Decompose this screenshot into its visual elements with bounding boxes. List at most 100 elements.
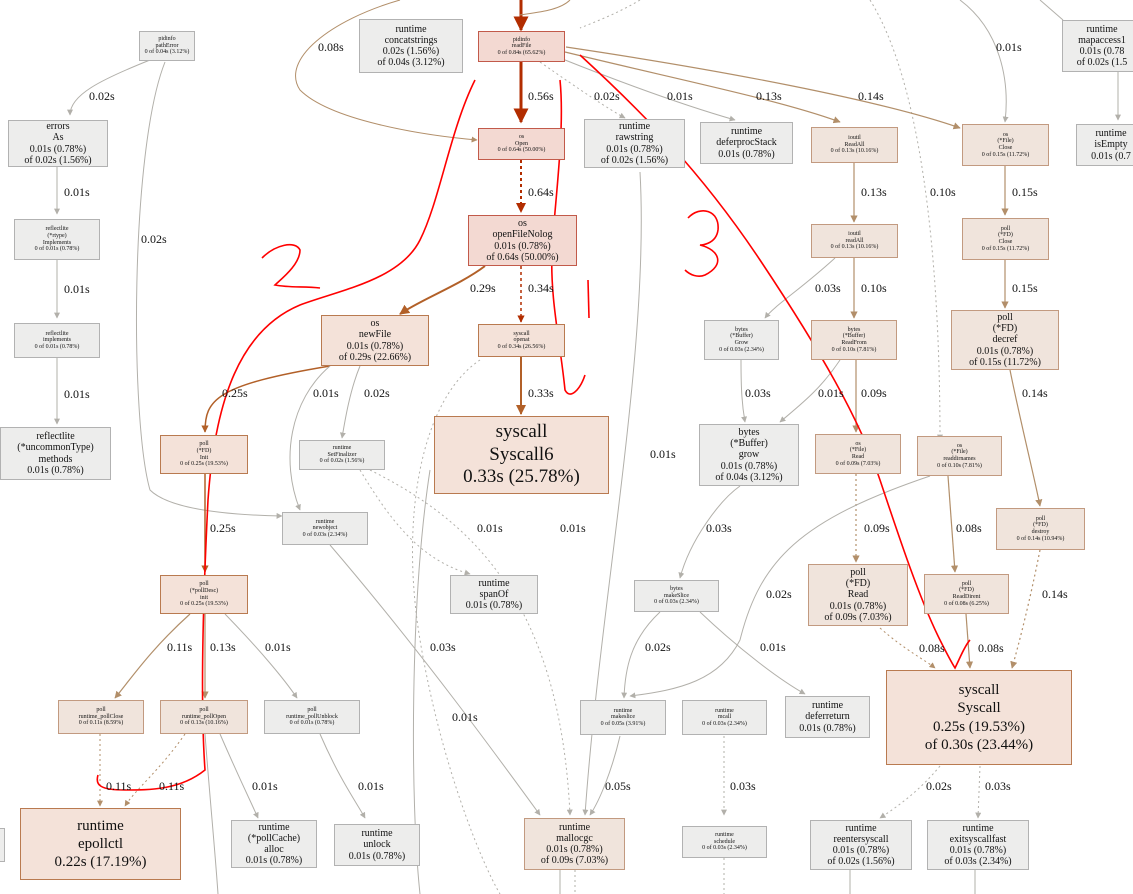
edge-label: 0.29s xyxy=(470,281,496,295)
edge-label: 0.03s xyxy=(706,521,732,535)
node-partial-left xyxy=(0,828,5,862)
node-ioutil-readAll[interactable]: ioutil readAll 0 of 0.13s (10.16%) xyxy=(811,224,898,258)
edge-label: 0.13s xyxy=(861,185,887,199)
edge-label: 0.03s xyxy=(730,779,756,793)
node-runtime-schedule[interactable]: runtime schedule 0 of 0.03s (2.34%) xyxy=(682,826,767,858)
node-poll-runtime-pollClose[interactable]: poll runtime_pollClose 0 of 0.11s (8.59%… xyxy=(58,700,144,734)
annotation-path-3 xyxy=(579,54,971,670)
edge-label: 0.09s xyxy=(864,521,890,535)
node-bytes-Buffer-ReadFrom[interactable]: bytes (*Buffer) ReadFrom 0 of 0.10s (7.8… xyxy=(811,320,897,360)
node-runtime-mapaccess1[interactable]: runtime mapaccess1 0.01s (0.78 of 0.02s … xyxy=(1062,20,1133,72)
edge-label: 0.01s xyxy=(358,779,384,793)
edge-label: 0.01s xyxy=(252,779,278,793)
node-pidinfo-readFile[interactable]: pidinfo readFile 0 of 0.84s (65.62%) xyxy=(478,31,565,62)
node-poll-FD-Read[interactable]: poll (*FD) Read 0.01s (0.78%) of 0.09s (… xyxy=(808,564,908,626)
edge-label: 0.08s xyxy=(919,641,945,655)
edge-label: 0.01s xyxy=(650,447,676,461)
edge-label: 0.02s xyxy=(364,386,390,400)
node-reflectlite-rtype-Implements[interactable]: reflectlite (*rtype) Implements 0 of 0.0… xyxy=(14,219,100,260)
node-reflectlite-uncommonType-methods[interactable]: reflectlite (*uncommonType) methods 0.01… xyxy=(0,427,111,480)
edge-label: 0.03s xyxy=(745,386,771,400)
node-runtime-mallocgc[interactable]: runtime mallocgc 0.01s (0.78%) of 0.09s … xyxy=(524,818,625,870)
edge-label: 0.01s xyxy=(265,640,291,654)
annotation-digit-2 xyxy=(261,243,321,289)
annotation-digit-3 xyxy=(684,210,719,277)
node-runtime-mcall[interactable]: runtime mcall 0 of 0.03s (2.34%) xyxy=(682,700,767,735)
node-os-File-readdirnames[interactable]: os (*File) readdirnames 0 of 0.10s (7.81… xyxy=(917,436,1002,476)
node-bytes-makeSlice[interactable]: bytes makeSlice 0 of 0.03s (2.34%) xyxy=(634,580,719,612)
node-runtime-spanOf[interactable]: runtime spanOf 0.01s (0.78%) xyxy=(450,575,538,614)
edge-label: 0.01s xyxy=(760,640,786,654)
edge-label: 0.01s xyxy=(64,387,90,401)
edge-label: 0.01s xyxy=(818,386,844,400)
node-poll-FD-ReadDirent[interactable]: poll (*FD) ReadDirent 0 of 0.08s (6.25%) xyxy=(924,574,1009,614)
node-poll-pollDesc-init[interactable]: poll (*pollDesc) init 0 of 0.25s (19.53%… xyxy=(160,575,248,614)
node-os-openFileNolog[interactable]: os openFileNolog 0.01s (0.78%) of 0.64s … xyxy=(468,215,577,266)
edge-label: 0.14s xyxy=(1042,587,1068,601)
edge-label: 0.01s xyxy=(477,521,503,535)
edge-label: 0.02s xyxy=(926,779,952,793)
node-runtime-exitsyscallfast[interactable]: runtime exitsyscallfast 0.01s (0.78%) of… xyxy=(927,820,1029,870)
edge-label: 0.15s xyxy=(1012,281,1038,295)
node-syscall-Syscall6[interactable]: syscall Syscall6 0.33s (25.78%) xyxy=(434,416,609,494)
node-bytes-Buffer-Grow[interactable]: bytes (*Buffer) Grow 0 of 0.03s (2.34%) xyxy=(704,320,779,360)
node-os-Open[interactable]: os Open 0 of 0.64s (50.00%) xyxy=(478,128,565,160)
node-runtime-deferprocStack[interactable]: runtime deferprocStack 0.01s (0.78%) xyxy=(700,122,793,164)
edge-label: 0.03s xyxy=(815,281,841,295)
edge-label: 0.02s xyxy=(594,89,620,103)
edge-label: 0.05s xyxy=(605,779,631,793)
node-runtime-deferreturn[interactable]: runtime deferreturn 0.01s (0.78%) xyxy=(785,696,870,738)
edge-label: 0.01s xyxy=(560,521,586,535)
node-pidinfo-pathError[interactable]: pidinfo pathError 0 of 0.04s (3.12%) xyxy=(139,31,195,61)
node-os-File-Close[interactable]: os (*File) Close 0 of 0.15s (11.72%) xyxy=(962,124,1049,166)
node-runtime-pollCache-alloc[interactable]: runtime (*pollCache) alloc 0.01s (0.78%) xyxy=(231,820,317,868)
node-poll-FD-Init[interactable]: poll (*FD) Init 0 of 0.25s (19.53%) xyxy=(160,435,248,474)
edge-label: 0.14s xyxy=(1022,386,1048,400)
edge-label: 0.08s xyxy=(978,641,1004,655)
node-reflectlite-implements[interactable]: reflectlite implements 0 of 0.01s (0.78%… xyxy=(14,323,100,358)
node-poll-runtime-pollOpen[interactable]: poll runtime_pollOpen 0 of 0.13s (10.16%… xyxy=(160,700,248,734)
node-runtime-epollctl[interactable]: runtime epollctl 0.22s (17.19%) xyxy=(20,808,181,880)
node-runtime-isEmpty[interactable]: runtime isEmpty 0.01s (0.7 xyxy=(1076,124,1133,166)
edge-label: 0.01s xyxy=(667,89,693,103)
node-runtime-SetFinalizer[interactable]: runtime SetFinalizer 0 of 0.02s (1.56%) xyxy=(299,440,385,470)
node-syscall-openat[interactable]: syscall openat 0 of 0.34s (26.56%) xyxy=(478,324,565,357)
node-os-File-Read[interactable]: os (*File) Read 0 of 0.09s (7.03%) xyxy=(815,434,901,474)
node-poll-FD-Close[interactable]: poll (*FD) Close 0 of 0.15s (11.72%) xyxy=(962,218,1049,260)
node-os-newFile[interactable]: os newFile 0.01s (0.78%) of 0.29s (22.66… xyxy=(321,315,429,366)
edge-label: 0.33s xyxy=(528,386,554,400)
node-runtime-reentersyscall[interactable]: runtime reentersyscall 0.01s (0.78%) of … xyxy=(810,820,912,870)
node-poll-runtime-pollUnblock[interactable]: poll runtime_pollUnblock 0 of 0.01s (0.7… xyxy=(264,700,360,734)
annotation-digit-1 xyxy=(587,279,590,319)
edge-label: 0.02s xyxy=(766,587,792,601)
edge-label: 0.11s xyxy=(159,779,185,793)
node-syscall-Syscall[interactable]: syscall Syscall 0.25s (19.53%) of 0.30s … xyxy=(886,670,1072,765)
edge-label: 0.56s xyxy=(528,89,554,103)
node-runtime-makeslice[interactable]: runtime makeslice 0 of 0.05s (3.91%) xyxy=(580,700,666,735)
node-runtime-rawstring[interactable]: runtime rawstring 0.01s (0.78%) of 0.02s… xyxy=(584,119,685,168)
edges-left xyxy=(54,59,1121,519)
edge-label: 0.02s xyxy=(645,640,671,654)
edge-label: 0.08s xyxy=(318,40,344,54)
edge-label: 0.02s xyxy=(141,232,167,246)
edge-label: 0.01s xyxy=(64,282,90,296)
node-runtime-concatstrings[interactable]: runtime concatstrings 0.02s (1.56%) of 0… xyxy=(359,19,463,73)
node-errors-As[interactable]: errors As 0.01s (0.78%) of 0.02s (1.56%) xyxy=(8,120,108,167)
edge-label: 0.13s xyxy=(756,89,782,103)
node-ioutil-ReadAll[interactable]: ioutil ReadAll 0 of 0.13s (10.16%) xyxy=(811,127,898,163)
edge-label: 0.10s xyxy=(930,185,956,199)
edge-top-incoming xyxy=(295,0,1064,441)
edge-label: 0.34s xyxy=(528,281,554,295)
edge-label: 0.02s xyxy=(89,89,115,103)
node-runtime-newobject[interactable]: runtime newobject 0 of 0.03s (2.34%) xyxy=(282,512,368,545)
edge-label: 0.01s xyxy=(452,710,478,724)
edge-label: 0.13s xyxy=(210,640,236,654)
edge-label: 0.01s xyxy=(313,386,339,400)
node-runtime-unlock[interactable]: runtime unlock 0.01s (0.78%) xyxy=(334,824,420,866)
edge-label: 0.15s xyxy=(1012,185,1038,199)
node-bytes-Buffer-grow[interactable]: bytes (*Buffer) grow 0.01s (0.78%) of 0.… xyxy=(699,424,799,486)
edge-label: 0.03s xyxy=(430,640,456,654)
edges-poll xyxy=(97,613,976,894)
node-poll-FD-destroy[interactable]: poll (*FD) destroy 0 of 0.14s (10.94%) xyxy=(996,508,1085,550)
node-poll-FD-decref[interactable]: poll (*FD) decref 0.01s (0.78%) of 0.15s… xyxy=(951,310,1059,370)
